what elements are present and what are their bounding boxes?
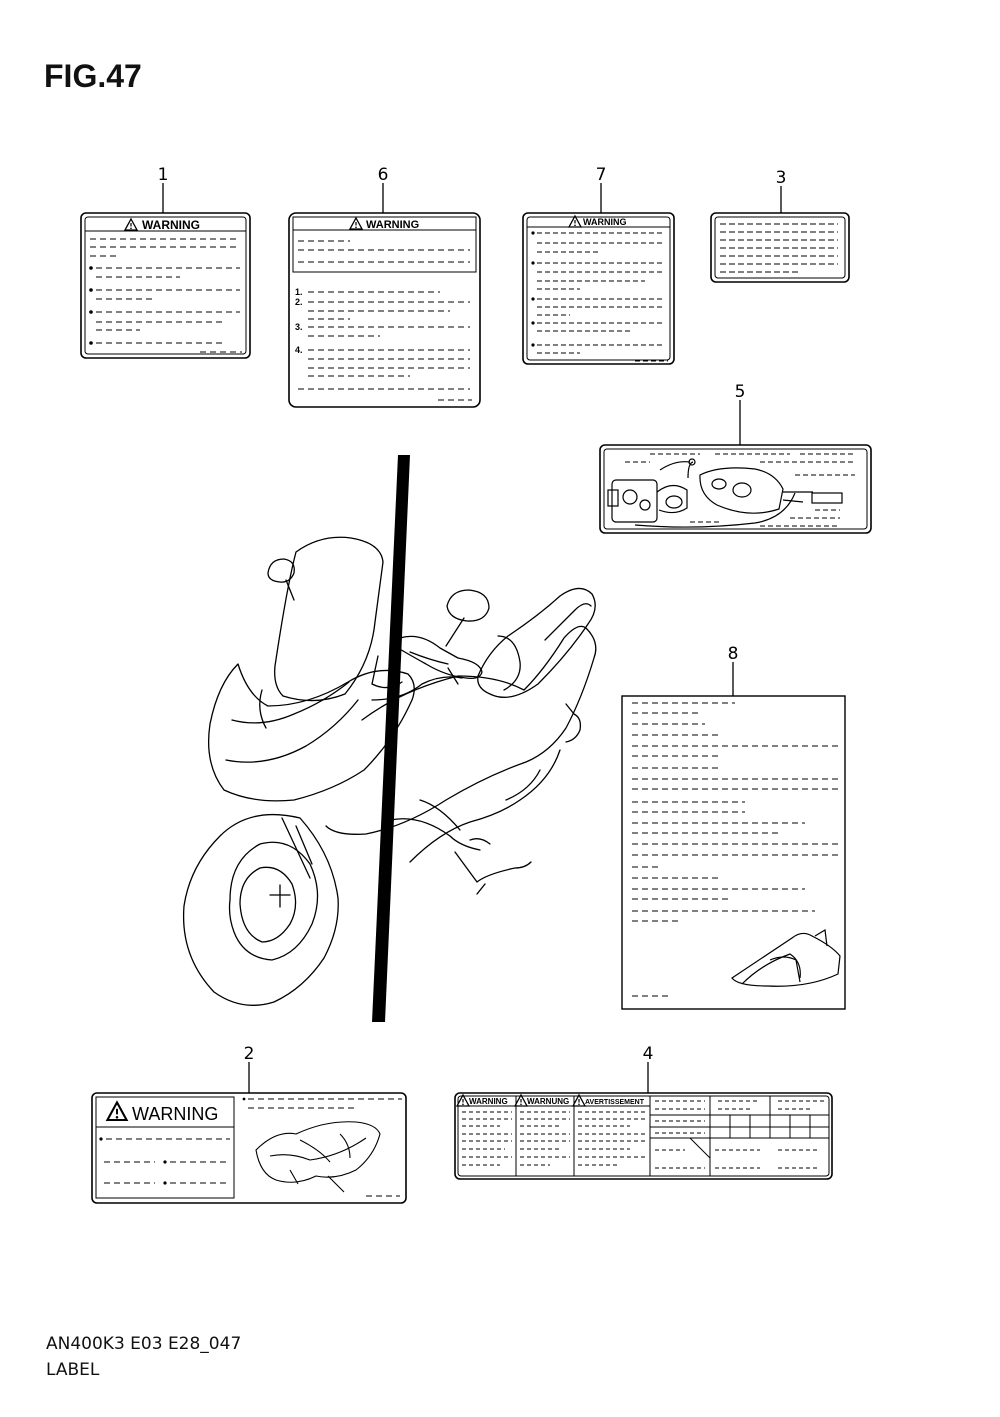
callout-2: 2 bbox=[244, 1044, 255, 1064]
label-1: 1 WARNING bbox=[80, 165, 251, 359]
warning-title-2: WARNING bbox=[132, 1104, 218, 1124]
label-8: 8 bbox=[621, 644, 846, 1010]
figure-name: LABEL bbox=[46, 1360, 100, 1380]
warnung-title-4: WARNUNG bbox=[527, 1097, 569, 1106]
step-3: 3. bbox=[295, 322, 303, 332]
callout-4: 4 bbox=[643, 1044, 654, 1064]
label-5: 5 bbox=[599, 382, 872, 534]
label-7: 7 WARNING bbox=[522, 165, 675, 365]
label-2: 2 WARNING bbox=[91, 1044, 407, 1204]
callout-8: 8 bbox=[728, 644, 739, 664]
step-2: 2. bbox=[295, 297, 303, 307]
figure-code: AN400K3 E03 E28_047 bbox=[46, 1334, 242, 1354]
callout-5: 5 bbox=[735, 382, 746, 402]
warning-title-7: WARNING bbox=[583, 217, 627, 227]
step-4: 4. bbox=[295, 345, 303, 355]
callout-1: 1 bbox=[158, 165, 169, 185]
figure-title: FIG.47 bbox=[44, 58, 142, 94]
callout-3: 3 bbox=[776, 168, 787, 188]
label-6: 6 WARNING 1. 2. 3. 4. bbox=[288, 165, 481, 408]
label-3: 3 bbox=[710, 168, 850, 283]
callout-7: 7 bbox=[596, 165, 607, 185]
avertissement-title-4: AVERTISSEMENT bbox=[585, 1099, 645, 1106]
label-4: 4 WARNING WARNUNG AVERTISSEMENT bbox=[454, 1044, 833, 1180]
warning-title-6: WARNING bbox=[366, 219, 419, 231]
leader-bar bbox=[372, 455, 410, 1022]
callout-6: 6 bbox=[378, 165, 389, 185]
warning-title-1: WARNING bbox=[142, 218, 200, 232]
step-1: 1. bbox=[295, 287, 303, 297]
warning-title-4: WARNING bbox=[469, 1097, 508, 1106]
